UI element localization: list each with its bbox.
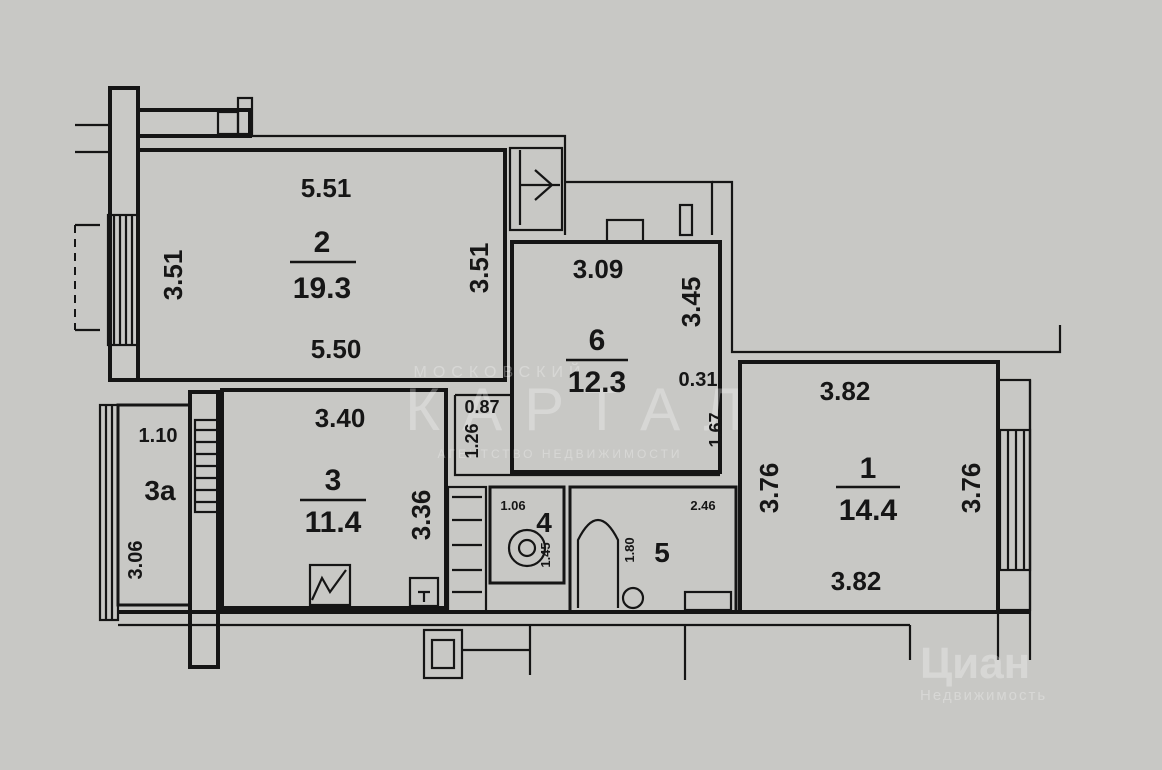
room-3-top-dim: 3.40 <box>315 403 366 433</box>
room-5: 2.46 5 1.80 <box>622 498 716 568</box>
room-3-number: 3 <box>325 464 342 497</box>
room-6-area: 12.3 <box>568 366 626 399</box>
room-5-number: 5 <box>654 537 670 568</box>
room-2: 5.51 5.50 3.51 3.51 2 19.3 <box>158 173 494 364</box>
watermark-logo: Циан <box>920 639 1030 688</box>
room-6: 3.09 3.45 0.31 1.67 0.87 1.26 6 12.3 <box>462 254 726 459</box>
room-1: 3.82 3.82 3.76 3.76 1 14.4 <box>754 376 986 596</box>
room-2-bottom-dim: 5.50 <box>311 334 362 364</box>
room-3-right-dim: 3.36 <box>406 490 436 541</box>
watermark-line2: КАРТАЛ <box>405 376 765 443</box>
room-1-left-dim: 3.76 <box>754 463 784 514</box>
room-1-right-dim: 3.76 <box>956 463 986 514</box>
room-2-area: 19.3 <box>293 272 351 305</box>
room-1-number: 1 <box>860 452 877 485</box>
walls <box>74 86 1062 680</box>
room-1-area: 14.4 <box>839 494 898 527</box>
room-5-top-dim: 2.46 <box>690 498 715 513</box>
room-3a-left-dim: 3.06 <box>125 541 147 580</box>
room-4-right-dim: 1.45 <box>538 542 553 567</box>
room-6-number: 6 <box>589 324 606 357</box>
room-1-bottom-dim: 3.82 <box>831 566 882 596</box>
room-2-left-dim: 3.51 <box>158 250 188 301</box>
room-3a: 1.10 3а 3.06 <box>125 425 177 579</box>
watermark-logo-sub: Недвижимость <box>920 687 1047 704</box>
room-3-area: 11.4 <box>305 506 362 539</box>
watermark: МОСКОВСКИЙ КАРТАЛ АГЕНТСТВО НЕДВИЖИМОСТИ… <box>405 362 1047 704</box>
room-6-step2-dim: 1.67 <box>706 412 726 447</box>
room-1-top-dim: 3.82 <box>820 376 871 406</box>
room-4-number: 4 <box>536 507 552 538</box>
room-6-right-dim: 3.45 <box>676 277 706 328</box>
room-4-top-dim: 1.06 <box>500 498 525 513</box>
room-6-left-small-dim: 1.26 <box>462 423 482 458</box>
watermark-line3: АГЕНТСТВО НЕДВИЖИМОСТИ <box>437 447 682 461</box>
room-5-left-dim: 1.80 <box>622 537 637 562</box>
room-3a-number: 3а <box>144 475 176 506</box>
room-4: 1.06 4 1.45 <box>500 498 553 568</box>
room-6-left-step-dim: 0.87 <box>464 397 499 417</box>
room-3a-top-dim: 1.10 <box>139 425 178 447</box>
room-3: 3.40 3.36 3 11.4 <box>300 403 436 540</box>
room-2-number: 2 <box>314 226 331 259</box>
room-6-step-dim: 0.31 <box>679 369 718 391</box>
room-6-top-dim: 3.09 <box>573 254 624 284</box>
room-2-right-dim: 3.51 <box>464 243 494 294</box>
room-2-top-dim: 5.51 <box>301 173 352 203</box>
watermark-line1: МОСКОВСКИЙ <box>414 362 587 381</box>
